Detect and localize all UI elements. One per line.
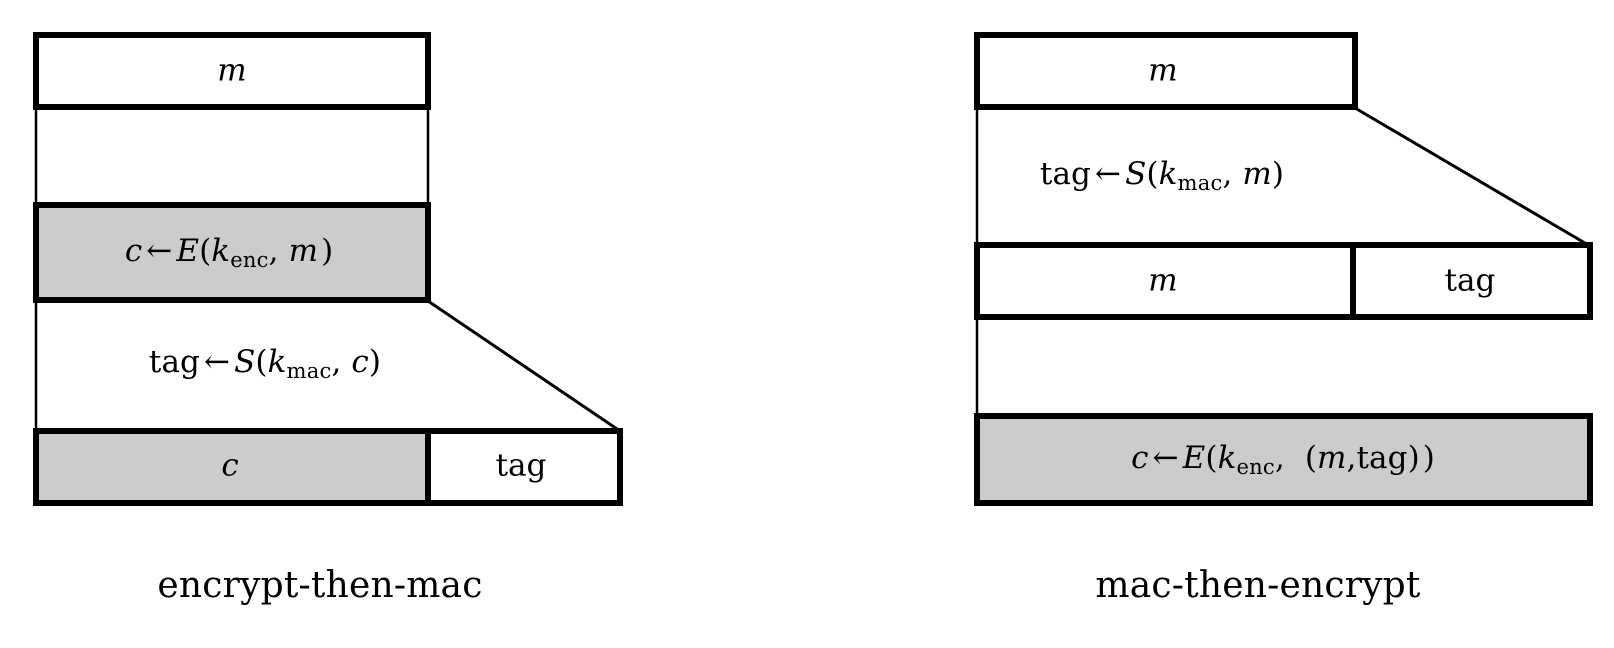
paren-open-icon: ( (1146, 156, 1159, 193)
paren-close-icon: ) (1271, 156, 1285, 193)
label-output-ciphertext: c (221, 447, 239, 484)
box-plaintext-m (974, 32, 1358, 110)
panel-mac-then-encrypt (974, 32, 1593, 506)
paren-close-icon: ) (1422, 440, 1435, 477)
label-intermediate-message: m (1148, 262, 1178, 299)
inner-paren-open-icon: ( (1304, 440, 1318, 477)
mac-arg-var: m (1242, 156, 1272, 193)
caption-encrypt-then-mac: encrypt-then-mac (157, 565, 483, 606)
encrypt-arg-var: m (288, 233, 319, 270)
label-intermediate-tag: tag (1444, 262, 1496, 299)
mac-fn-name: S (1125, 156, 1147, 193)
encrypt-fn-name: E (1182, 440, 1206, 477)
caption-mac-then-encrypt: mac-then-encrypt (1095, 565, 1421, 606)
mac-fn-name: S (234, 344, 256, 381)
encrypt-fn-name: E (176, 233, 200, 270)
label-mac-step: tag←S(kmac, m) (1040, 159, 1284, 193)
encrypt-output-var: c (124, 233, 143, 270)
paren-close-icon: ) (321, 233, 334, 270)
mac-output-name: tag (1039, 156, 1091, 193)
label-encrypt-step: c←E(kenc, (m,tag)) (1131, 443, 1435, 477)
encrypt-arg-message: m (1317, 440, 1347, 477)
connector-diagonal (1354, 106, 1591, 248)
left-arrow-icon: ← (204, 344, 231, 381)
paren-close-icon: ) (368, 344, 382, 381)
mac-key-subscript: mac (1177, 169, 1223, 195)
comma-icon: , (331, 344, 352, 381)
comma-icon: , (1274, 440, 1305, 477)
mac-arg-var: c (351, 344, 369, 381)
paren-open-icon: ( (1205, 440, 1218, 477)
label-mac-step: tag←S(kmac, c) (149, 347, 381, 381)
mac-key-var: k (267, 344, 287, 381)
label-encrypt-step: c←E(kenc, m) (125, 236, 333, 270)
panel-encrypt-then-mac (33, 32, 623, 506)
box-intermediate-tag (1350, 242, 1593, 320)
left-arrow-icon: ← (146, 233, 173, 270)
paren-open-icon: ( (255, 344, 268, 381)
mac-output-name: tag (148, 344, 201, 381)
encrypt-output-var: c (1131, 440, 1149, 477)
box-intermediate-message (974, 242, 1356, 320)
label-output-tag: tag (495, 447, 547, 484)
encrypt-key-subscript: enc (1236, 453, 1275, 479)
paren-open-icon: ( (199, 233, 212, 270)
box-encrypt-step (974, 413, 1593, 506)
mac-key-var: k (1158, 156, 1178, 193)
label-plaintext-m: m (1148, 52, 1178, 89)
comma-icon: , (268, 233, 289, 270)
comma-icon: , (1222, 156, 1243, 193)
label-plaintext-m: m (217, 52, 247, 89)
box-plaintext-m (33, 32, 431, 110)
mac-key-subscript: mac (286, 357, 332, 383)
encrypt-key-var: k (1217, 440, 1237, 477)
box-encrypt-step (33, 202, 431, 303)
encrypt-arg-tag: tag (1356, 440, 1408, 477)
inner-comma-icon: , (1346, 440, 1357, 477)
encrypt-key-var: k (211, 233, 231, 270)
left-arrow-icon: ← (1152, 440, 1179, 477)
inner-paren-close-icon: ) (1407, 440, 1420, 477)
box-output-tag (425, 428, 623, 506)
encrypt-key-subscript: enc (230, 246, 269, 272)
box-output-ciphertext (33, 428, 431, 506)
connector-diagonal (427, 299, 621, 433)
left-arrow-icon: ← (1094, 156, 1122, 193)
